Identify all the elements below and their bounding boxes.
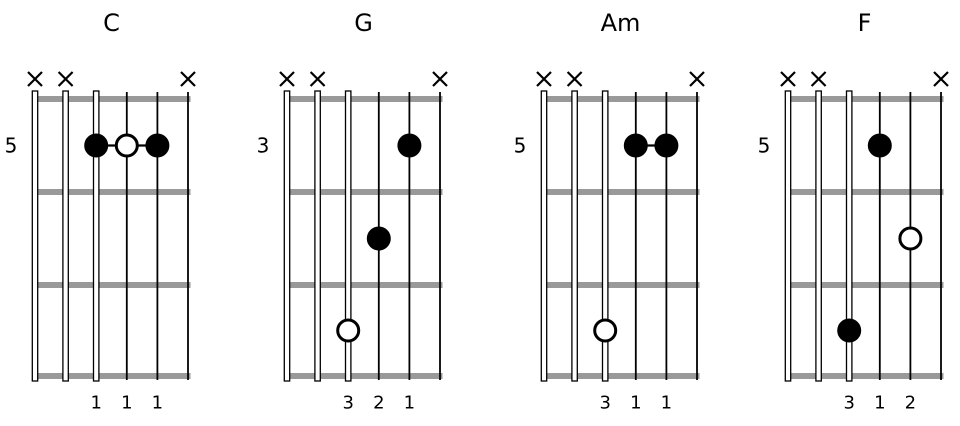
string-line-thick-3 (344, 90, 352, 382)
fret-bar (785, 282, 944, 288)
finger-number-label: 1 (121, 393, 132, 414)
string-line-thick-1 (540, 90, 548, 382)
string-line-thick-2 (62, 90, 69, 382)
finger-dot-filled (145, 133, 170, 158)
finger-dot-filled (654, 133, 679, 158)
top-fret-bar (32, 96, 191, 102)
fret-bar (541, 189, 700, 195)
fret-bar (541, 282, 700, 288)
top-fret-bar (541, 96, 700, 102)
finger-number-label: 3 (599, 393, 610, 414)
muted-x-icon (432, 71, 448, 87)
fret-bar (785, 189, 944, 195)
finger-number-label: 1 (661, 393, 672, 414)
finger-dot-filled (623, 133, 648, 158)
finger-dot-open (898, 226, 923, 251)
finger-dot-open (593, 318, 618, 343)
muted-x-icon (57, 71, 74, 87)
muted-x-icon (279, 71, 295, 87)
muted-x-icon (689, 71, 705, 87)
chord-title: G (354, 9, 373, 37)
finger-number-label: 3 (843, 393, 854, 414)
chord-title: F (858, 9, 872, 37)
fret-bar (785, 373, 944, 379)
fret-position-label: 5 (5, 134, 18, 158)
string-line-thick-1 (31, 90, 39, 382)
string-line-thick-3 (845, 90, 853, 382)
fret-bar (284, 282, 443, 288)
fret-bar (32, 282, 191, 288)
muted-x-icon (566, 71, 583, 87)
muted-x-icon (27, 71, 43, 87)
muted-x-icon (810, 71, 827, 87)
finger-dot-filled (397, 133, 422, 158)
chord-title: Am (601, 9, 641, 37)
muted-x-icon (180, 71, 196, 87)
fret-bar (32, 189, 191, 195)
string-line-thick-3 (601, 90, 609, 382)
finger-dot-filled (837, 318, 862, 343)
fret-bar (284, 373, 443, 379)
finger-dot-open (114, 133, 139, 158)
muted-x-icon (933, 71, 949, 87)
fret-position-label: 5 (758, 134, 771, 158)
string-line-thick-2 (815, 90, 822, 382)
fret-position-label: 5 (514, 134, 527, 158)
finger-number-label: 1 (90, 393, 101, 414)
string-line-thick-1 (784, 90, 792, 382)
muted-x-icon (536, 71, 552, 87)
chord-title: C (103, 9, 120, 37)
top-fret-bar (785, 96, 944, 102)
string-line-thick-2 (314, 90, 321, 382)
finger-number-label: 1 (152, 393, 163, 414)
fret-bar (541, 373, 700, 379)
fret-bar (284, 189, 443, 195)
finger-dot-open (336, 318, 361, 343)
muted-x-icon (309, 71, 326, 87)
string-line-thick-3 (92, 90, 100, 382)
finger-number-label: 1 (630, 393, 641, 414)
finger-dot-filled (867, 133, 892, 158)
finger-dot-filled (366, 226, 391, 251)
finger-number-label: 2 (905, 393, 916, 414)
finger-number-label: 1 (874, 393, 885, 414)
fret-position-label: 3 (257, 134, 270, 158)
finger-number-label: 3 (342, 393, 353, 414)
muted-x-icon (780, 71, 796, 87)
string-line-thick-2 (571, 90, 578, 382)
finger-dot-filled (84, 133, 109, 158)
finger-number-label: 2 (373, 393, 384, 414)
finger-number-label: 1 (404, 393, 415, 414)
string-line-thick-1 (283, 90, 291, 382)
fret-bar (32, 373, 191, 379)
top-fret-bar (284, 96, 443, 102)
